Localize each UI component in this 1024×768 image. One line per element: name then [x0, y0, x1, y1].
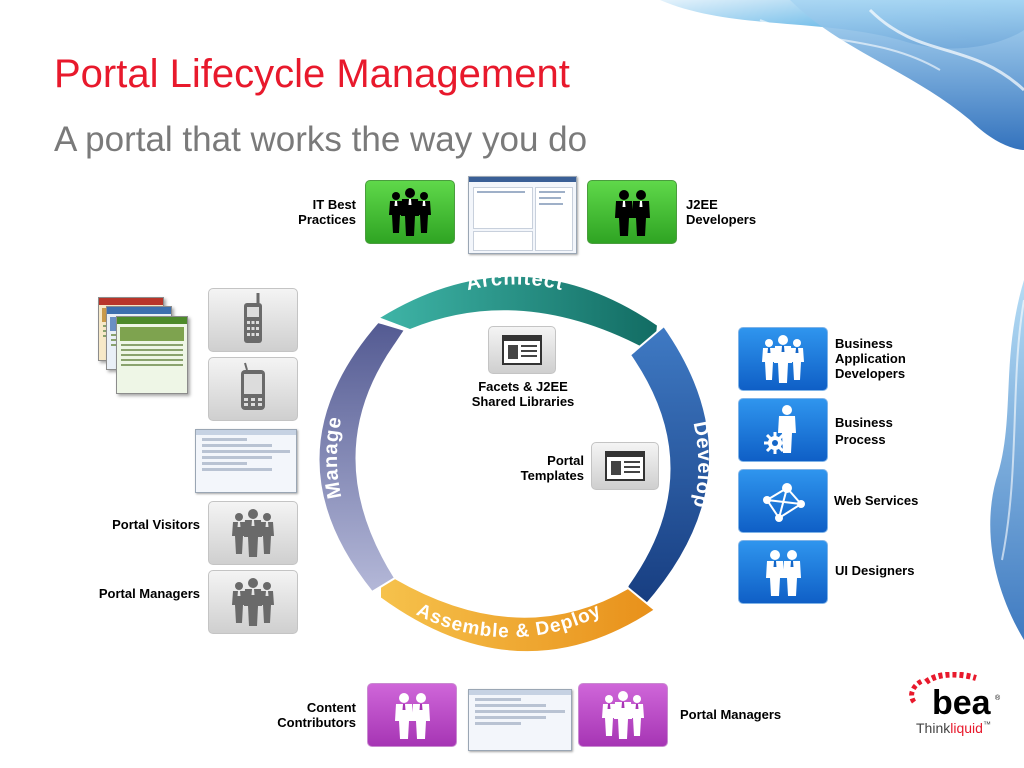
- portal-admin-screenshot-bottom: [468, 689, 572, 751]
- bad-line3: Developers: [835, 366, 906, 381]
- portal-templates-line1: Portal: [547, 453, 584, 468]
- web-services-label: Web Services: [834, 493, 919, 508]
- tagline-tm: ™: [982, 720, 991, 729]
- business-process-label: Business Process: [835, 414, 945, 448]
- people-group-icon: [232, 578, 274, 626]
- slide-subtitle: A portal that works the way you do: [54, 120, 588, 159]
- content-contributors-tile[interactable]: [367, 683, 457, 747]
- j2ee-developers-tile[interactable]: [587, 180, 677, 244]
- manage-arc: [317, 320, 407, 594]
- people-group-icon: [389, 188, 431, 236]
- business-process-tile[interactable]: [738, 398, 828, 462]
- j2ee-line1: J2EE: [686, 197, 718, 212]
- think-liquid-tagline: Thinkliquid™: [916, 720, 991, 736]
- it-best-practices-tile[interactable]: [365, 180, 455, 244]
- facets-libraries-label: Facets & J2EE Shared Libraries: [448, 379, 598, 409]
- bp-line2: Process: [835, 432, 886, 447]
- bea-logo-swirl: bea ®: [909, 671, 1001, 722]
- network-icon: [763, 483, 805, 522]
- website-screenshot-3: [116, 316, 188, 394]
- slide-title: Portal Lifecycle Management: [54, 52, 570, 96]
- bp-line1: Business: [835, 415, 893, 430]
- facets-line2: Shared Libraries: [471, 394, 575, 409]
- cc-line2: Contributors: [277, 715, 356, 730]
- it-best-line2: Practices: [298, 212, 356, 227]
- j2ee-line2: Developers: [686, 212, 757, 227]
- portal-managers-bottom-tile[interactable]: [578, 683, 668, 747]
- portal-templates-label: Portal Templates: [484, 453, 584, 483]
- j2ee-developers-label: J2EE Developers: [686, 197, 786, 227]
- people-group-icon: [762, 335, 804, 383]
- content-contributors-label: Content Contributors: [236, 700, 356, 730]
- tagline-liquid: liquid: [950, 720, 983, 736]
- svg-text:®: ®: [995, 694, 1001, 702]
- bea-wordmark: bea: [932, 684, 992, 718]
- portal-managers-left-tile[interactable]: [208, 570, 298, 634]
- liquid-swirl-decoration: [660, 0, 1024, 640]
- layout-window-icon: [502, 335, 542, 365]
- cc-line1: Content: [306, 700, 356, 715]
- business-app-developers-label: Business Application Developers: [835, 336, 945, 381]
- portal-visitors-label: Portal Visitors: [112, 517, 200, 532]
- portal-managers-bottom-label: Portal Managers: [680, 707, 782, 722]
- ide-screenshot: [468, 176, 577, 254]
- layout-window-icon: [605, 451, 645, 481]
- people-pair-icon: [615, 190, 650, 236]
- facets-line1: Facets & J2EE: [478, 379, 568, 394]
- people-group-icon: [602, 691, 644, 739]
- people-pair-icon: [766, 550, 801, 596]
- bad-line1: Business: [835, 336, 893, 351]
- portal-admin-screenshot-left: [195, 429, 297, 493]
- it-best-practices-label: IT Best Practices: [256, 197, 356, 227]
- mobile-phone-icon: [244, 293, 262, 343]
- business-app-developers-tile[interactable]: [738, 327, 828, 391]
- gear-person-icon: [764, 405, 796, 454]
- it-best-line1: IT Best: [312, 197, 356, 212]
- mobile-phone-tile[interactable]: [208, 288, 298, 352]
- bad-line2: Application: [835, 351, 906, 366]
- pda-device-icon: [241, 362, 265, 410]
- bea-logo: bea ® Thinkliquid™: [906, 671, 1006, 752]
- portal-managers-left-label: Portal Managers: [98, 586, 200, 601]
- tagline-think: Think: [916, 720, 951, 736]
- portal-templates-tile[interactable]: [591, 442, 659, 490]
- pda-device-tile[interactable]: [208, 357, 298, 421]
- people-pair-icon: [395, 693, 430, 739]
- portal-templates-line2: Templates: [520, 468, 584, 483]
- ui-designers-label: UI Designers: [835, 563, 915, 578]
- people-group-icon: [232, 509, 274, 557]
- ui-designers-tile[interactable]: [738, 540, 828, 604]
- web-services-tile[interactable]: [738, 469, 828, 533]
- portal-visitors-tile[interactable]: [208, 501, 298, 565]
- lifecycle-ring: Architect Develop Assemble & Deploy Mana…: [317, 267, 714, 654]
- facets-libraries-tile[interactable]: [488, 326, 556, 374]
